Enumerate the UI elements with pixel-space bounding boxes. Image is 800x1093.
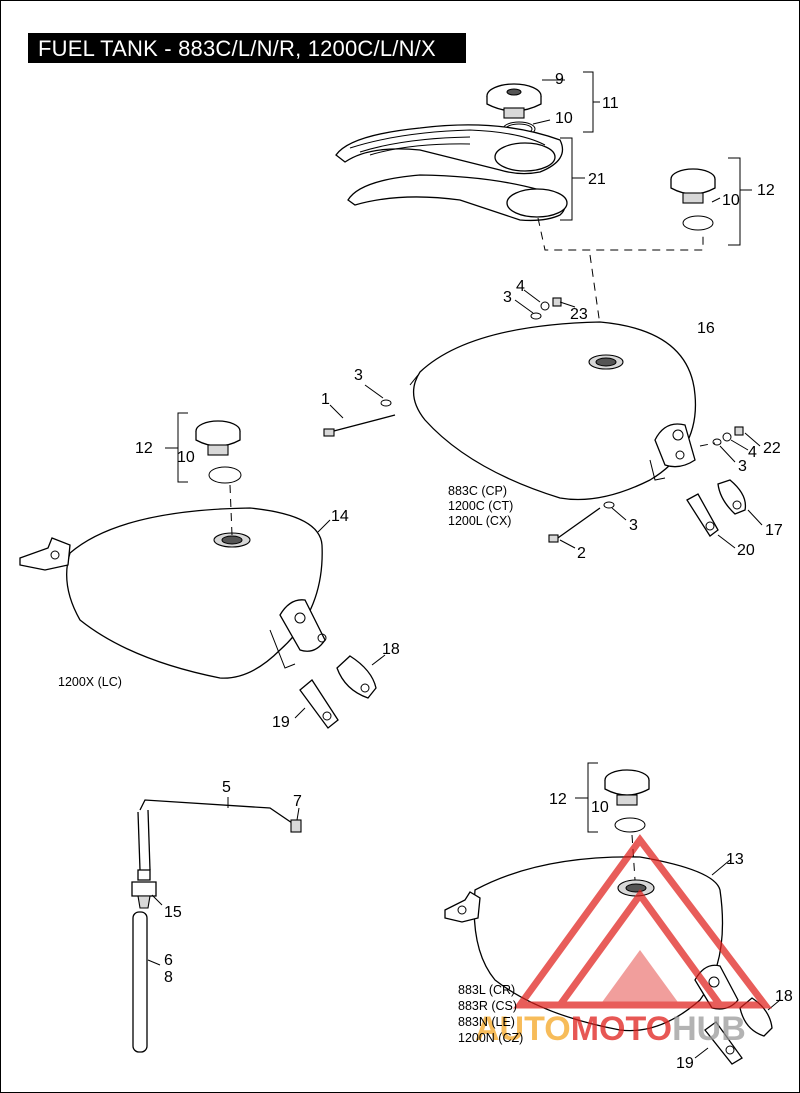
callout-23: 23 (570, 306, 588, 323)
callout-4: 4 (748, 444, 757, 461)
fuel-cap-tank13 (604, 769, 650, 833)
callout-18: 18 (382, 641, 400, 658)
callout-10: 10 (555, 110, 573, 127)
callout-14: 14 (331, 508, 349, 525)
callout-17: 17 (765, 522, 783, 539)
callout-21: 21 (588, 171, 606, 188)
title-bar: FUEL TANK - 883C/L/N/R, 1200C/L/N/X (28, 33, 466, 63)
watermark-text: AUTOMOTOHUB (475, 1010, 746, 1048)
callout-9: 9 (555, 71, 564, 88)
callout-12: 12 (549, 791, 567, 808)
fuel-tank-14 (19, 507, 327, 679)
callout-1: 1 (321, 391, 330, 408)
callout-3: 3 (738, 458, 747, 475)
callout-7: 7 (293, 793, 302, 810)
model-code: 1200N (CZ) (458, 1031, 523, 1045)
fuel-tank-16 (409, 321, 697, 501)
callout-22: 22 (763, 440, 781, 457)
fuel-cap-tank14 (195, 420, 242, 484)
callout-20: 20 (737, 542, 755, 559)
model-code: 1200C (CT) (448, 499, 513, 513)
callout-10: 10 (722, 192, 740, 209)
callout-13: 13 (726, 851, 744, 868)
watermark-logo (513, 834, 773, 1009)
fuel-line-assembly (131, 799, 302, 1053)
fuel-tank-console-strips (335, 124, 568, 222)
callout-6: 6 (164, 952, 173, 969)
model-code: 1200X (LC) (58, 675, 122, 689)
model-code: 883L (CR) (458, 983, 515, 997)
callout-18: 18 (775, 988, 793, 1005)
callout-3: 3 (503, 289, 512, 306)
model-code: 1200L (CX) (448, 514, 511, 528)
callout-12: 12 (135, 440, 153, 457)
callout-11: 11 (602, 95, 619, 112)
fuel-cap-nonvented (670, 168, 716, 231)
callout-16: 16 (697, 320, 715, 337)
model-code: 883N (LE) (458, 1015, 515, 1029)
callout-4: 4 (516, 278, 525, 295)
callout-8: 8 (164, 969, 173, 986)
page-title: FUEL TANK - 883C/L/N/R, 1200C/L/N/X (38, 36, 436, 61)
fuel-cap-vented (486, 83, 542, 137)
callout-15: 15 (164, 904, 182, 921)
callout-2: 2 (577, 545, 586, 562)
model-code: 883C (CP) (448, 484, 507, 498)
callout-3: 3 (629, 517, 638, 534)
callout-12: 12 (757, 182, 775, 199)
callout-19: 19 (272, 714, 290, 731)
callout-10: 10 (591, 799, 609, 816)
model-code: 883R (CS) (458, 999, 517, 1013)
callout-19: 19 (676, 1055, 694, 1072)
callout-3: 3 (354, 367, 363, 384)
callout-5: 5 (222, 779, 231, 796)
callout-10: 10 (177, 449, 195, 466)
